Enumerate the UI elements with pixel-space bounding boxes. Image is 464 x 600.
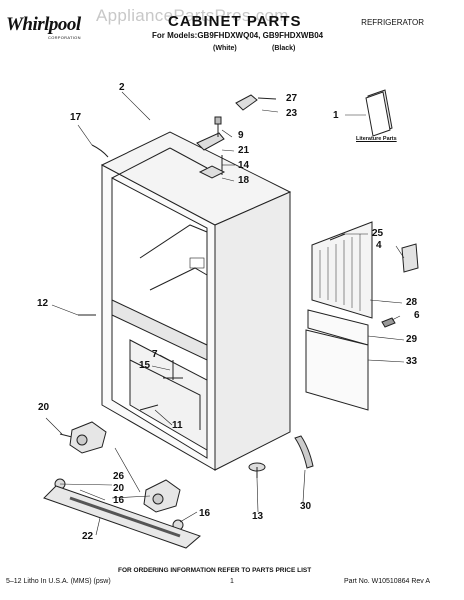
callout-21: 21 <box>238 145 250 156</box>
variant-white: (White) <box>213 45 237 52</box>
callout-14: 14 <box>238 160 250 171</box>
watermark: AppliancePartsPros.com <box>96 6 289 25</box>
callout-23: 23 <box>286 108 298 119</box>
callout-30: 30 <box>300 501 312 512</box>
callout-25: 25 <box>372 228 384 239</box>
ordering-note: FOR ORDERING INFORMATION REFER TO PARTS … <box>118 567 312 574</box>
litho-info: 5–12 Litho In U.S.A. (MMS) (psw) <box>6 578 111 585</box>
category-label: REFRIGERATOR <box>361 18 424 27</box>
callout-28: 28 <box>406 297 418 308</box>
callout-20-upper: 20 <box>38 402 50 413</box>
callout-7: 7 <box>152 349 158 360</box>
callout-15: 15 <box>139 360 151 371</box>
part-number: Part No. W10510864 Rev A <box>344 578 430 585</box>
callout-26: 26 <box>113 471 125 482</box>
callout-16-right: 16 <box>199 508 211 519</box>
callout-11: 11 <box>172 420 183 431</box>
callout-29: 29 <box>406 334 418 345</box>
callout-16-left: 16 <box>113 495 125 506</box>
page-number: 1 <box>230 578 234 585</box>
callout-18: 18 <box>238 175 250 186</box>
callout-2: 2 <box>119 82 125 93</box>
page-title: CABINET PARTS <box>168 13 302 30</box>
whirlpool-logo: Whirlpool <box>6 14 81 35</box>
variant-black: (Black) <box>272 45 296 52</box>
logo-subtitle: CORPORATION <box>48 35 81 40</box>
callout-4: 4 <box>376 240 382 251</box>
callout-17: 17 <box>70 112 82 123</box>
callout-20-lower: 20 <box>113 483 125 494</box>
callout-27: 27 <box>286 93 298 104</box>
callout-22: 22 <box>82 531 94 542</box>
callout-1: 1 <box>333 110 339 121</box>
callout-33: 33 <box>406 356 418 367</box>
literature-parts-label: Literature Parts <box>356 136 397 142</box>
model-numbers: For Models:GB9FHDXWQ04, GB9FHDXWB04 <box>152 31 324 40</box>
callout-6: 6 <box>414 310 420 321</box>
callout-12: 12 <box>37 298 49 309</box>
callout-9: 9 <box>238 130 244 141</box>
callout-13: 13 <box>252 511 264 522</box>
